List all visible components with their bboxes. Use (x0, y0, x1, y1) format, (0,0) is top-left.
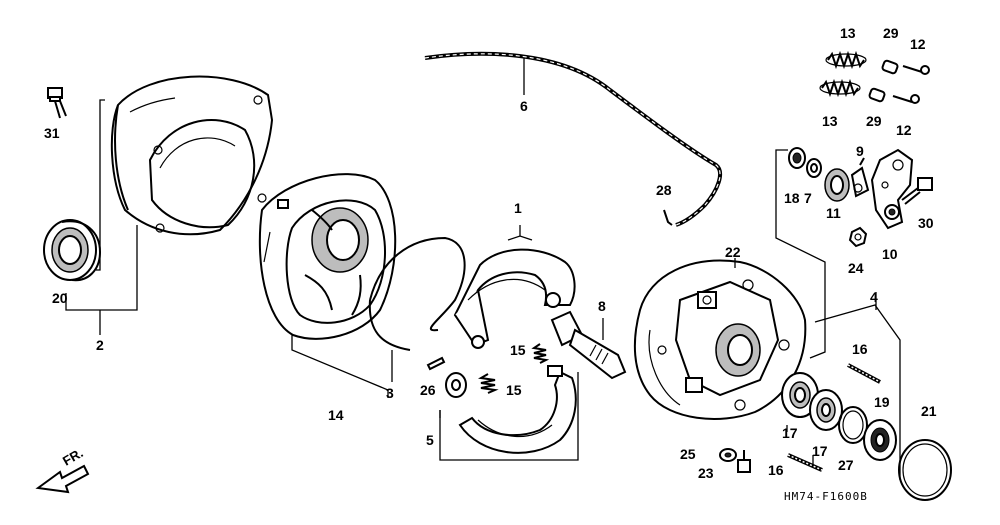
callout-25: 25 (680, 446, 696, 462)
callout-9: 9 (856, 143, 864, 159)
part-9-indicator (850, 157, 870, 198)
part-2-drum-cover (110, 75, 274, 236)
part-29-joint-upper (881, 59, 899, 75)
part-15-spring-lower (477, 373, 499, 394)
callout-7: 7 (804, 190, 812, 206)
callout-15a: 15 (510, 342, 526, 358)
part-14-brake-drum (258, 173, 397, 340)
part-25-washer (719, 448, 737, 462)
part-23-bolt (737, 450, 751, 473)
callout-18: 18 (784, 190, 800, 206)
part-12-pin-lower (892, 94, 920, 104)
callout-1: 1 (514, 200, 522, 216)
part-7-seal (806, 158, 822, 178)
callout-10: 10 (882, 246, 898, 262)
part-3-ring (368, 236, 466, 382)
part-16-stud-lower (787, 453, 823, 472)
part-18-seal (788, 147, 806, 169)
part-6-cable (424, 51, 722, 227)
callout-23: 23 (698, 465, 714, 481)
callout-17b: 17 (812, 443, 828, 459)
callout-8: 8 (598, 298, 606, 314)
diagram-code: HM74-F1600B (784, 490, 868, 503)
part-26-washer (445, 372, 467, 398)
part-22-brake-panel (633, 258, 807, 420)
part-1-brake-shoe-upper (453, 225, 576, 349)
part-13-spring-upper (825, 50, 867, 70)
part-10-brake-arm (870, 148, 914, 230)
leader-group-bracket (775, 149, 826, 359)
part-28-cotter-pin (663, 209, 673, 226)
part-20-oil-seal (43, 219, 102, 282)
callout-29b: 29 (866, 113, 882, 129)
callout-17a: 17 (782, 425, 798, 441)
callout-16a: 16 (852, 341, 868, 357)
callout-11: 11 (826, 205, 841, 221)
front-direction-arrow (35, 464, 90, 494)
callout-21: 21 (921, 403, 937, 419)
callout-20: 20 (52, 290, 68, 306)
part-13-spring-lower (819, 78, 861, 98)
leader-14 (291, 335, 389, 398)
part-21-o-ring (898, 439, 952, 501)
callout-30: 30 (918, 215, 934, 231)
callout-4: 4 (870, 289, 878, 305)
part-27-circlip (838, 406, 868, 444)
callout-5: 5 (426, 432, 434, 448)
callout-3: 3 (386, 385, 394, 401)
part-8-cam-shaft (550, 310, 627, 380)
part-29-joint-lower (868, 87, 886, 103)
part-5-brake-shoe-lower (439, 365, 579, 461)
callout-26: 26 (420, 382, 436, 398)
callout-12b: 12 (896, 122, 912, 138)
part-17-bearing-b (809, 389, 843, 431)
part-31-bolt (47, 87, 67, 119)
callout-6: 6 (520, 98, 528, 114)
callout-16b: 16 (768, 462, 784, 478)
callout-27: 27 (838, 457, 854, 473)
part-30-bolt (901, 177, 933, 205)
callout-28: 28 (656, 182, 672, 198)
callout-15b: 15 (506, 382, 522, 398)
callout-31: 31 (44, 125, 60, 141)
part-16-stud-upper (847, 363, 881, 384)
callout-labels: 1 2 3 4 5 6 7 8 9 10 11 12 12 13 13 14 1… (44, 25, 937, 481)
leader-2 (65, 99, 138, 335)
callout-24: 24 (848, 260, 864, 276)
callout-19: 19 (874, 394, 890, 410)
callout-13a: 13 (840, 25, 856, 41)
callout-14: 14 (328, 407, 344, 423)
front-direction-label: FR. (60, 445, 86, 468)
part-15-spring-upper (531, 343, 550, 364)
callout-29a: 29 (883, 25, 899, 41)
callout-2: 2 (96, 337, 104, 353)
leader-4 (814, 304, 901, 480)
part-17-bearing-a (781, 372, 819, 418)
part-11-indicator (824, 168, 850, 202)
callout-13b: 13 (822, 113, 838, 129)
part-19-oil-seal (863, 419, 897, 461)
part-12-pin-upper (902, 65, 930, 75)
callout-22: 22 (725, 244, 741, 260)
callout-12a: 12 (910, 36, 926, 52)
part-24-nut (848, 226, 868, 248)
part-26-pin (426, 356, 446, 371)
